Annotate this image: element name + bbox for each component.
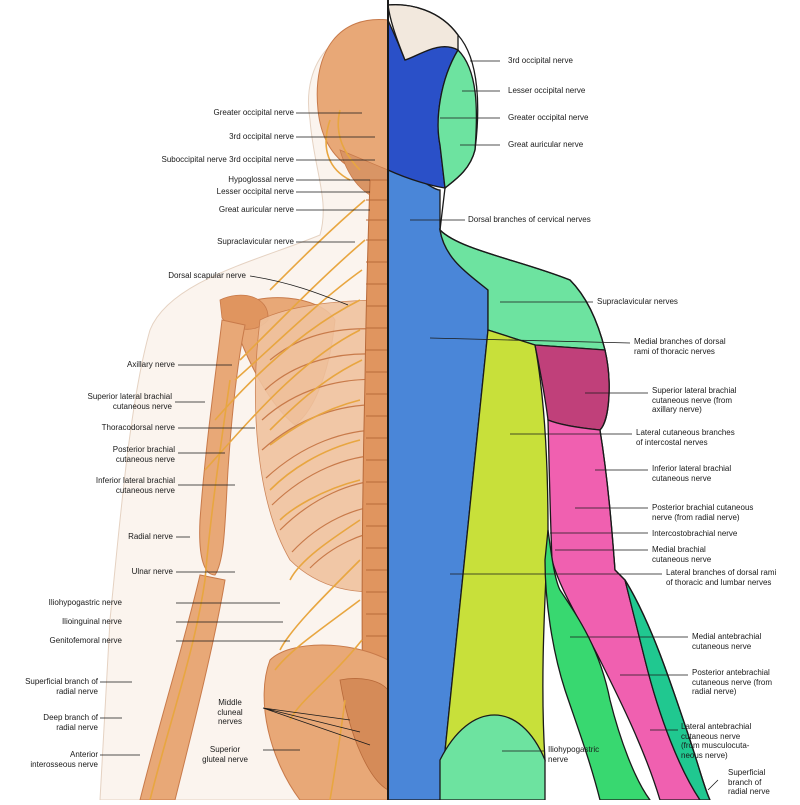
label-medial-antebrachial: Medial antebrachial cutaneous nerve xyxy=(692,632,762,651)
label-supraclavicular-left: Supraclavicular nerve xyxy=(217,237,294,246)
region-buttock-light-green xyxy=(439,714,546,801)
label-medial-brachial: Medial brachial cutaneous nerve xyxy=(652,545,712,564)
label-ilioinguinal: Ilioinguinal nerve xyxy=(61,617,122,626)
label-superficial-radial-right: Superficial branch of radial nerve xyxy=(728,768,770,796)
label-inferior-lateral-brachial-right: Inferior lateral brachial cutaneous nerv… xyxy=(652,464,732,483)
label-third-occipital-right: 3rd occipital nerve xyxy=(508,56,573,65)
left-leaders xyxy=(100,112,375,756)
label-iliohypogastric-right: Iliohypogastric nerve xyxy=(548,745,600,764)
label-suboccipital: Suboccipital nerve 3rd occipital nerve xyxy=(161,155,294,164)
label-middle-cluneal: Middle cluneal nerves xyxy=(217,698,243,726)
label-great-auricular-left: Great auricular nerve xyxy=(218,205,294,214)
label-supraclavicular-right: Supraclavicular nerves xyxy=(597,297,678,306)
label-superior-gluteal: Superior gluteal nerve xyxy=(202,745,248,764)
label-lesser-occipital-left: Lesser occipital nerve xyxy=(216,187,294,196)
label-superior-lateral-brachial-right: Superior lateral brachial cutaneous nerv… xyxy=(652,386,737,414)
body-outline xyxy=(99,28,389,801)
label-radial: Radial nerve xyxy=(128,532,173,541)
label-medial-dorsal-thoracic: Medial branches of dorsal rami of thorac… xyxy=(634,337,726,356)
label-ulnar: Ulnar nerve xyxy=(131,567,173,576)
leader-lines xyxy=(100,60,719,791)
skeleton-illustration xyxy=(99,19,389,801)
label-posterior-brachial-right: Posterior brachial cutaneous nerve (from… xyxy=(652,503,754,522)
nerves xyxy=(149,109,366,801)
label-posterior-brachial-left: Posterior brachial cutaneous nerve xyxy=(112,445,175,464)
label-dorsal-cervical: Dorsal branches of cervical nerves xyxy=(468,215,591,224)
label-great-auricular-right: Great auricular nerve xyxy=(508,140,584,149)
label-lateral-dorsal-thoracolumbar: Lateral branches of dorsal rami of thora… xyxy=(666,568,777,587)
region-deltoid-magenta xyxy=(534,344,610,431)
label-anterior-interosseous: Anterior interosseous nerve xyxy=(30,750,98,769)
sacrum xyxy=(339,678,389,791)
body-edge-right xyxy=(387,4,711,801)
label-deep-radial: Deep branch of radial nerve xyxy=(43,713,98,732)
label-posterior-antebrachial: Posterior antebrachial cutaneous nerve (… xyxy=(692,668,773,696)
label-third-occipital-left: 3rd occipital nerve xyxy=(229,132,294,141)
label-thoracodorsal: Thoracodorsal nerve xyxy=(101,423,175,432)
label-lateral-intercostal: Lateral cutaneous branches of intercosta… xyxy=(636,428,735,447)
label-genitofemoral: Genitofemoral nerve xyxy=(49,636,122,645)
right-leaders xyxy=(410,60,719,791)
label-axillary: Axillary nerve xyxy=(126,360,175,369)
label-greater-occipital-right: Greater occipital nerve xyxy=(508,113,589,122)
label-superior-lateral-brachial-left: Superior lateral brachial cutaneous nerv… xyxy=(87,392,173,411)
label-hypoglossal: Hypoglossal nerve xyxy=(228,175,294,184)
label-dorsal-scapular: Dorsal scapular nerve xyxy=(168,271,246,280)
region-arm-green xyxy=(544,529,652,801)
label-intercostobrachial: Intercostobrachial nerve xyxy=(652,529,738,538)
label-lateral-antebrachial: Lateral antebrachial cutaneous nerve (fr… xyxy=(681,722,752,760)
label-inferior-lateral-brachial-left: Inferior lateral brachial cutaneous nerv… xyxy=(95,476,175,495)
label-greater-occipital-left: Greater occipital nerve xyxy=(213,108,294,117)
label-lesser-occipital-right: Lesser occipital nerve xyxy=(508,86,586,95)
label-iliohypogastric-left: Iliohypogastric nerve xyxy=(48,598,122,607)
dermatome-map xyxy=(387,0,712,801)
label-superficial-radial-left: Superficial branch of radial nerve xyxy=(25,677,98,696)
